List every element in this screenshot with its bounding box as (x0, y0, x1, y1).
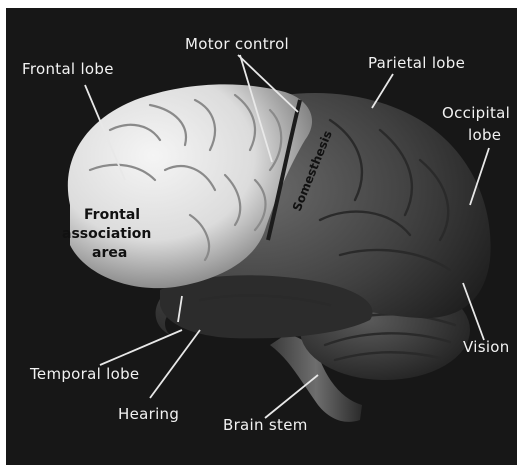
parietal-lobe-label: Parietal lobe (368, 54, 465, 72)
temporal-lobe-label: Temporal lobe (29, 365, 139, 383)
hearing-label: Hearing (118, 405, 179, 423)
occipital-lobe-label-line2: lobe (468, 126, 501, 144)
brain-stem-label: Brain stem (223, 416, 308, 434)
occipital-lobe-label-line1: Occipital (442, 104, 510, 122)
frontal-association-label-line2: association (62, 226, 151, 242)
frontal-association-label-line3: area (92, 245, 127, 261)
frontal-lobe-label: Frontal lobe (22, 60, 114, 78)
vision-label: Vision (463, 338, 510, 356)
motor-control-label: Motor control (185, 35, 289, 53)
frontal-association-label-line1: Frontal (84, 207, 140, 223)
